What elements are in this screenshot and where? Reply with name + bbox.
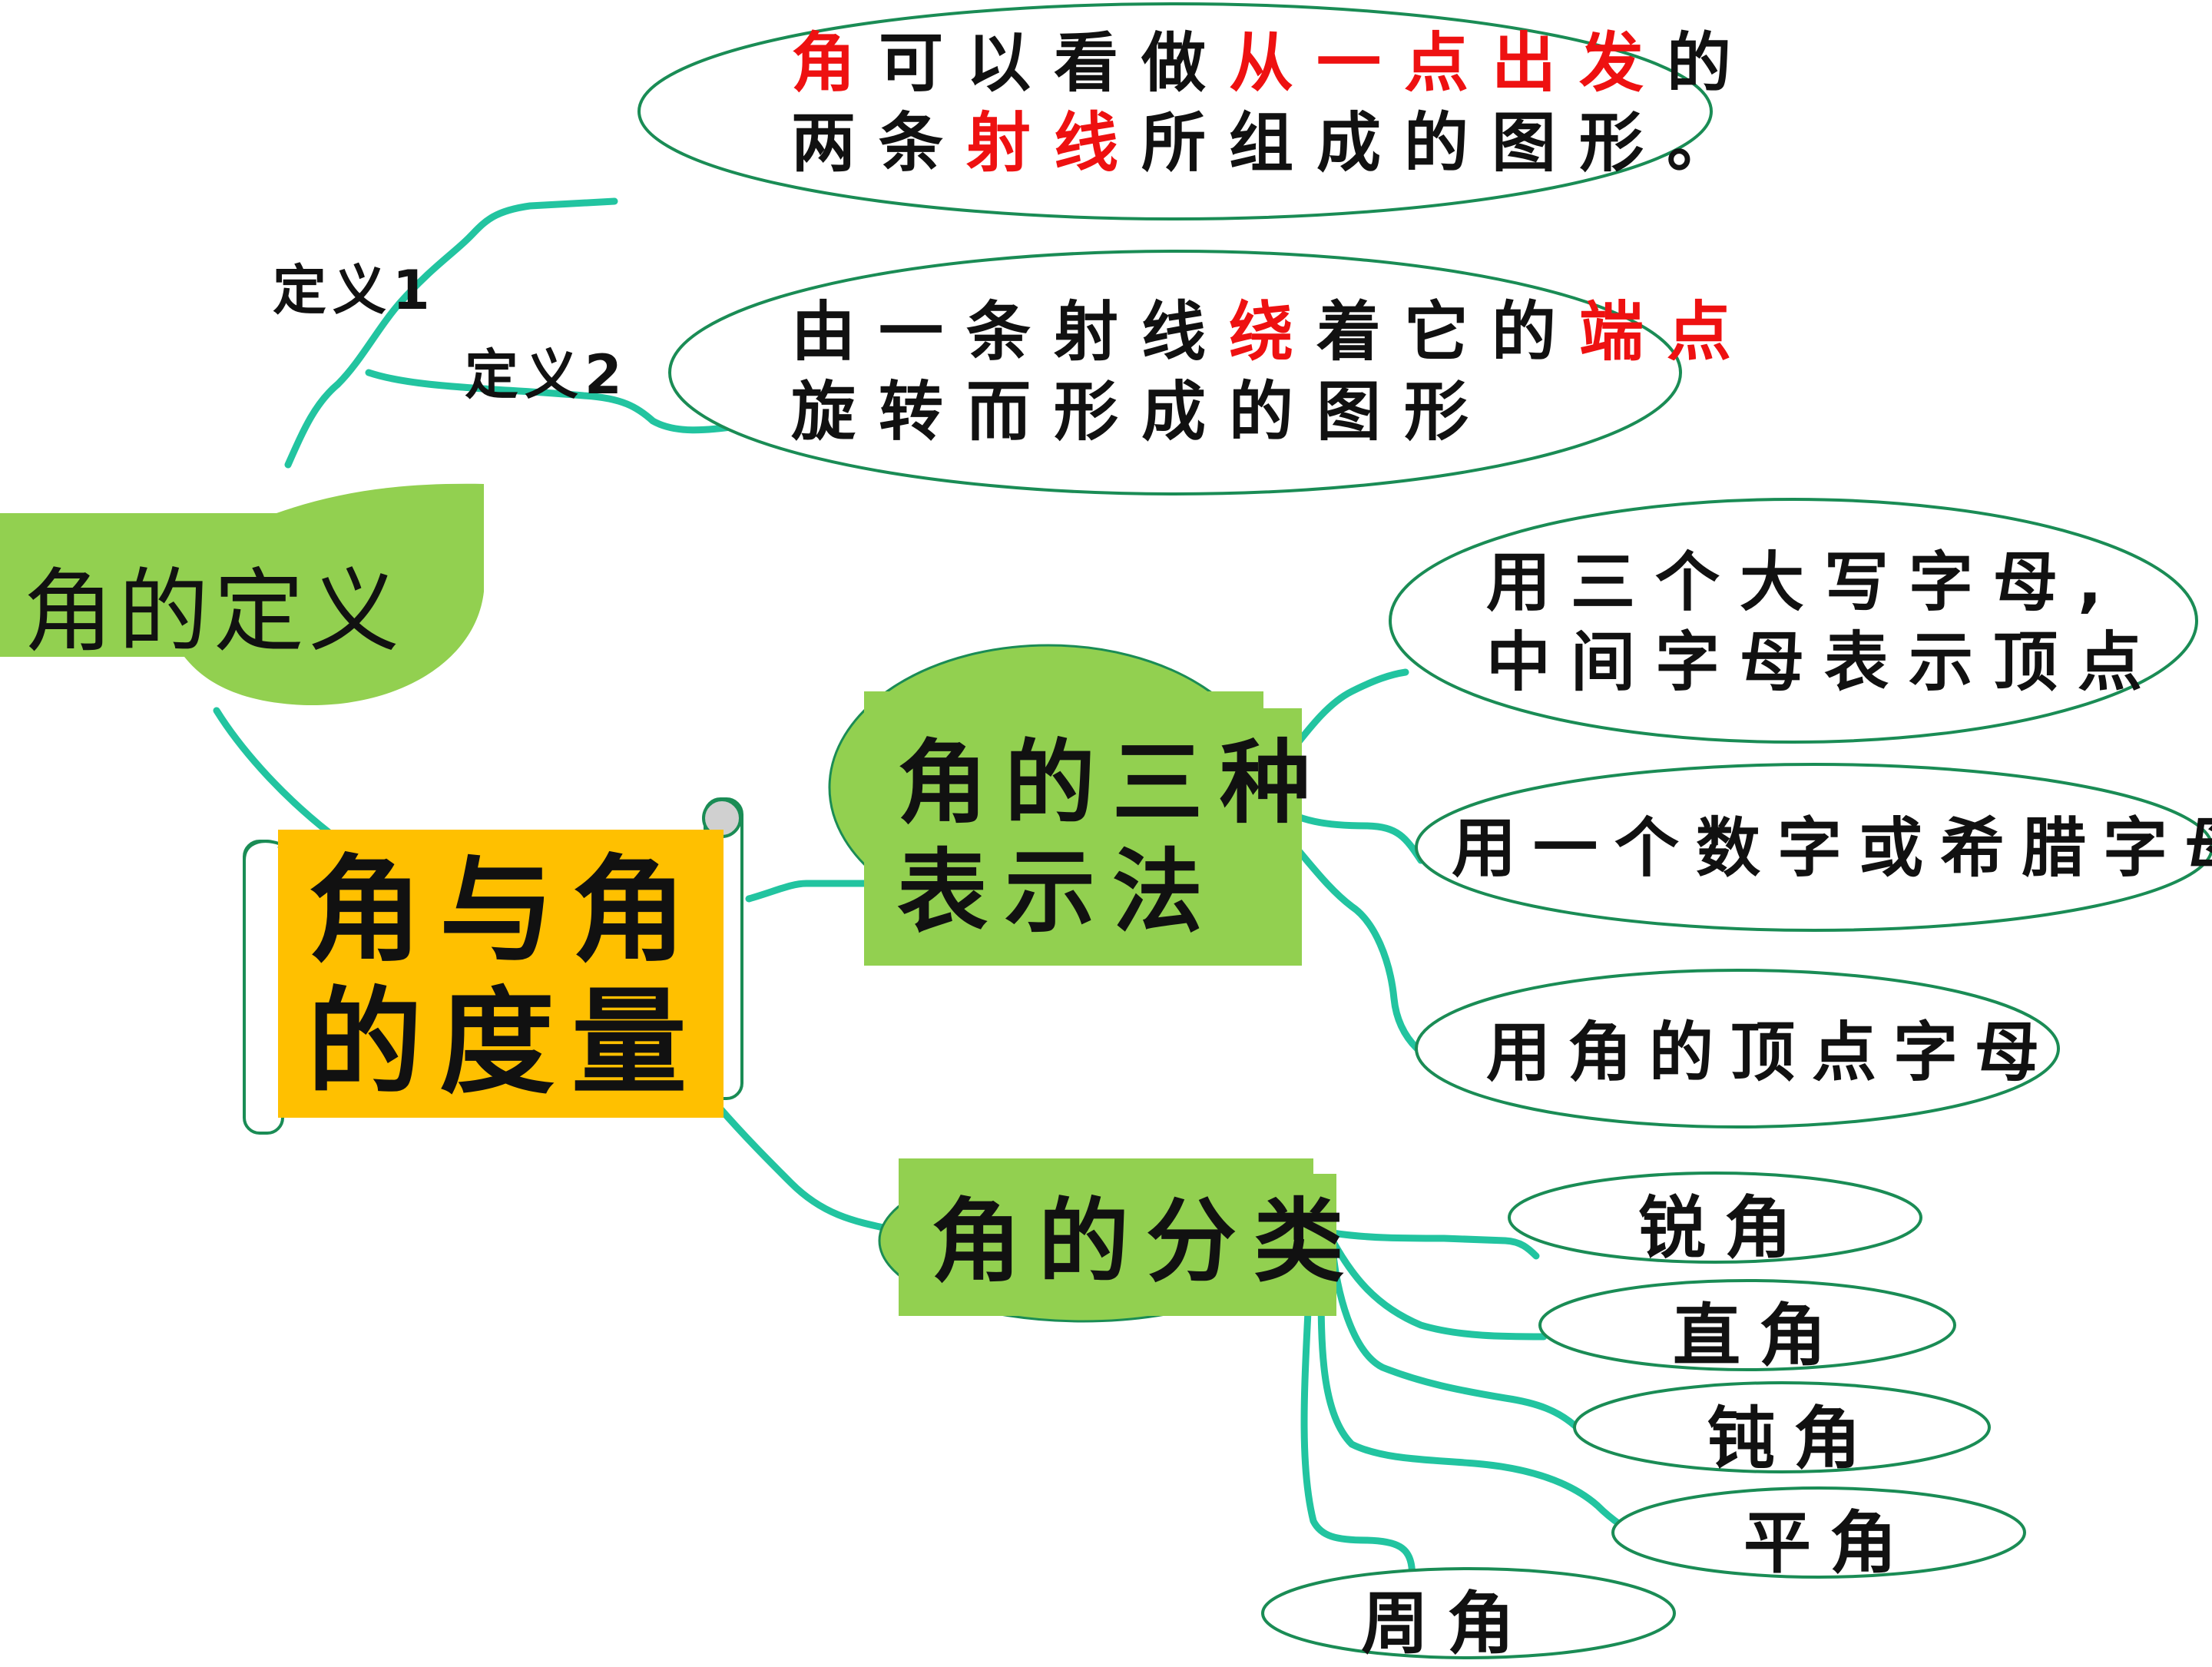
notation-method-1-line1: 用三个大写字母, (1486, 545, 2122, 620)
connector-notation-m3 (1267, 818, 1421, 1052)
ellipse-shapes (637, 2, 2212, 1659)
connector-def2 (365, 369, 741, 434)
connector-def-trunk (284, 197, 618, 469)
ellipse-zhou (1261, 1567, 1676, 1659)
class-item-ping: 平角 (1743, 1503, 1916, 1582)
definition-label-1: 定义1 (273, 259, 436, 322)
notation-method-3: 用角的顶点字母 (1486, 1015, 2057, 1090)
ellipse-zhi (1538, 1279, 1956, 1371)
ellipse-def2 (668, 250, 1682, 495)
connector-class-zhi (1329, 1237, 1548, 1341)
ellipse-dun (1573, 1381, 1991, 1473)
def2-seg-0: 由一条射线 (791, 294, 1230, 370)
classification-title: 角的分类 (931, 1188, 1362, 1294)
def2-seg-1: 绕 (1229, 294, 1317, 370)
class-item-rui: 锐角 (1638, 1188, 1811, 1268)
def1-seg-1: 可以看做 (879, 25, 1230, 101)
def2-seg-2: 着它的 (1316, 294, 1580, 370)
definition-label-2: 定义2 (465, 343, 628, 406)
center-title: 角与角 的度量 (307, 845, 704, 1109)
def1-seg-4: 两条 (791, 105, 967, 181)
connector-def-to-center (213, 707, 334, 837)
def1-seg-6: 所组成的图形。 (1141, 105, 1755, 181)
notation-method-1-line2: 中间字母表示顶点 (1486, 625, 2163, 700)
center-title-line1: 角与角 (307, 844, 704, 978)
class-item-zhou: 周角 (1361, 1584, 1534, 1663)
node-classification-shape (878, 1158, 1336, 1323)
def1-seg-2: 从一点出发 (1229, 25, 1667, 101)
definition-2-line1: 由一条射线绕着它的端点 (791, 292, 1754, 372)
ellipse-method3 (1415, 969, 2060, 1128)
notation-title-line1: 角的三种 (897, 730, 1328, 836)
def1-seg-0: 角 (791, 25, 879, 101)
def1-seg-3: 的 (1667, 25, 1755, 101)
definition-1-line2: 两条射线所组成的图形。 (791, 103, 1754, 183)
definition-1-line1: 角可以看做从一点出发的 (791, 23, 1754, 103)
ellipse-ping (1611, 1486, 2026, 1579)
connector-class-dun (1329, 1244, 1582, 1433)
connector-class-rui (1329, 1229, 1540, 1260)
node-definition-shape (0, 483, 484, 706)
connector-class-zhou (1300, 1275, 1417, 1586)
definition-title: 角的定义 (23, 558, 405, 664)
definition-1-text: 角可以看做从一点出发的 两条射线所组成的图形。 (791, 23, 1754, 183)
def1-seg-5: 射线 (966, 105, 1142, 181)
connector-center-class (714, 1102, 895, 1233)
definition-2-line2: 旋转而形成的图形 (791, 372, 1754, 452)
notation-title: 角的三种 表示法 (897, 728, 1327, 946)
ellipse-rui (1508, 1172, 1922, 1264)
notation-method-1: 用三个大写字母, 中间字母表示顶点 (1486, 542, 2162, 702)
notation-title-line2: 表示法 (897, 839, 1220, 945)
connector-center-notation (745, 880, 868, 903)
center-scroll-shape (243, 797, 743, 1135)
def2-seg-3: 端点 (1579, 294, 1755, 370)
ellipse-def1 (637, 2, 1713, 220)
def2-seg-4: 旋转而形成的图形 (791, 374, 1492, 449)
connector-class-ping (1317, 1275, 1624, 1529)
node-notation-shape (828, 644, 1302, 966)
class-item-zhi: 直角 (1673, 1296, 1846, 1375)
ellipse-method2 (1415, 763, 2212, 932)
center-title-line2: 的度量 (307, 976, 704, 1110)
definition-2-text: 由一条射线绕着它的端点 旋转而形成的图形 (791, 292, 1754, 452)
notation-method-2: 用一个数字或希腊字母 (1452, 810, 2212, 886)
class-item-dun: 钝角 (1707, 1399, 1880, 1478)
ellipse-method1 (1389, 498, 2198, 744)
